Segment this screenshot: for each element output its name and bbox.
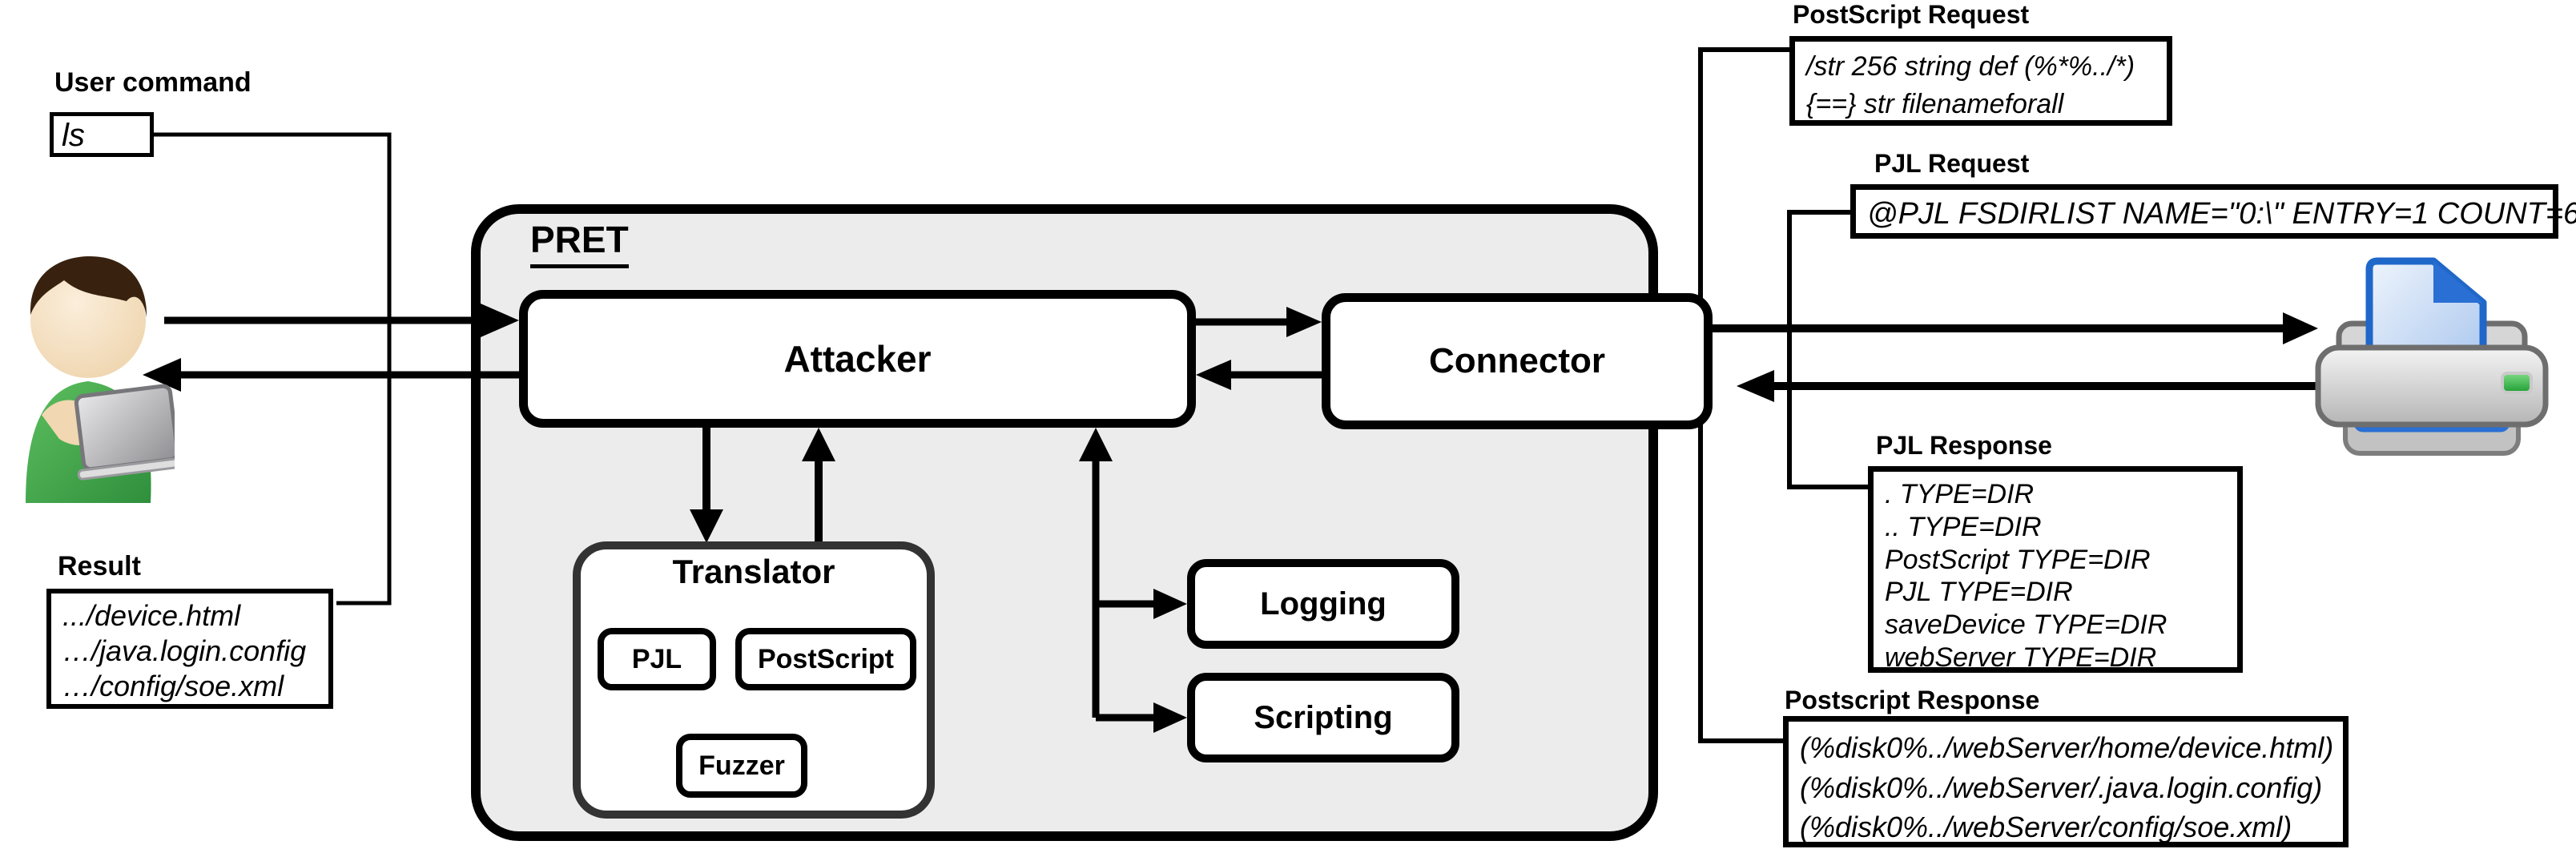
code-line: (%disk0%../webServer/.java.login.config) <box>1800 770 2323 804</box>
code-line: …/config/soe.xml <box>62 670 284 702</box>
arrow-printer-to-connector-head <box>1737 370 1774 402</box>
code-line: PJL TYPE=DIR <box>1885 577 2073 608</box>
postscript-request-title: PostScript Request <box>1793 0 2030 29</box>
code-line: webServer TYPE=DIR <box>1885 642 2157 673</box>
logging-box: Logging <box>1187 559 1459 649</box>
attacker-box: Attacker <box>519 290 1196 428</box>
code-line: PostScript TYPE=DIR <box>1885 544 2151 575</box>
code-line: .../device.html <box>62 599 241 632</box>
code-line: @PJL FSDIRLIST NAME="0:\" ENTRY=1 COUNT=… <box>1867 197 2576 231</box>
code-line: saveDevice TYPE=DIR <box>1885 610 2167 641</box>
pjl-request-box: @PJL FSDIRLIST NAME="0:\" ENTRY=1 COUNT=… <box>1850 184 2576 239</box>
postscript-request-box: /str 256 string def (%*%../*) {==} str fi… <box>1789 36 2172 126</box>
pjl-label: PJL <box>631 643 682 674</box>
code-line: .. TYPE=DIR <box>1885 511 2042 542</box>
connector-label: Connector <box>1429 341 1605 380</box>
connector-box: Connector <box>1322 293 1713 429</box>
person-hair <box>30 256 147 317</box>
result-label: Result <box>58 551 141 581</box>
code-line: . TYPE=DIR <box>1885 479 2035 509</box>
code-line: …/java.login.config <box>62 634 307 667</box>
pjl-box: PJL <box>598 628 716 690</box>
pret-title: PRET <box>530 218 629 268</box>
user-with-laptop-icon <box>26 256 175 503</box>
logging-label: Logging <box>1260 585 1387 622</box>
user-command-box: ls <box>50 112 154 157</box>
fuzzer-box: Fuzzer <box>676 734 807 798</box>
scripting-label: Scripting <box>1254 699 1393 735</box>
printer-paper-fold <box>2433 261 2483 303</box>
code-line: (%disk0%../webServer/config/soe.xml) <box>1800 811 2292 844</box>
result-box: .../device.html…/java.login.config…/conf… <box>46 589 333 709</box>
printer-front-panel <box>2315 344 2549 428</box>
printer-icon <box>2315 257 2549 456</box>
user-command-elbow-line <box>154 132 392 606</box>
translator-title: Translator <box>672 553 835 590</box>
user-command-value: ls <box>62 118 85 153</box>
printer-status-led-icon <box>2501 372 2533 394</box>
attacker-label: Attacker <box>783 338 932 380</box>
code-line: {==} str filenameforall <box>1806 88 2064 119</box>
code-line: (%disk0%../webServer/home/device.html) <box>1800 731 2334 764</box>
postscript-response-box: (%disk0%../webServer/home/device.html) (%… <box>1783 716 2349 847</box>
user-command-label: User command <box>54 67 252 98</box>
tap-line-postscript <box>1698 47 1794 743</box>
code-line: /str 256 string def (%*%../*) <box>1806 51 2135 82</box>
pjl-response-title: PJL Response <box>1876 431 2052 460</box>
fuzzer-label: Fuzzer <box>698 750 785 781</box>
postscript-response-title: Postscript Response <box>1785 686 2040 714</box>
pjl-request-title: PJL Request <box>1874 149 2030 178</box>
laptop-icon <box>74 384 175 481</box>
tap-line-pjl <box>1787 210 1870 489</box>
postscript-box: PostScript <box>735 628 916 690</box>
scripting-box: Scripting <box>1187 673 1459 762</box>
postscript-label: PostScript <box>757 643 895 674</box>
